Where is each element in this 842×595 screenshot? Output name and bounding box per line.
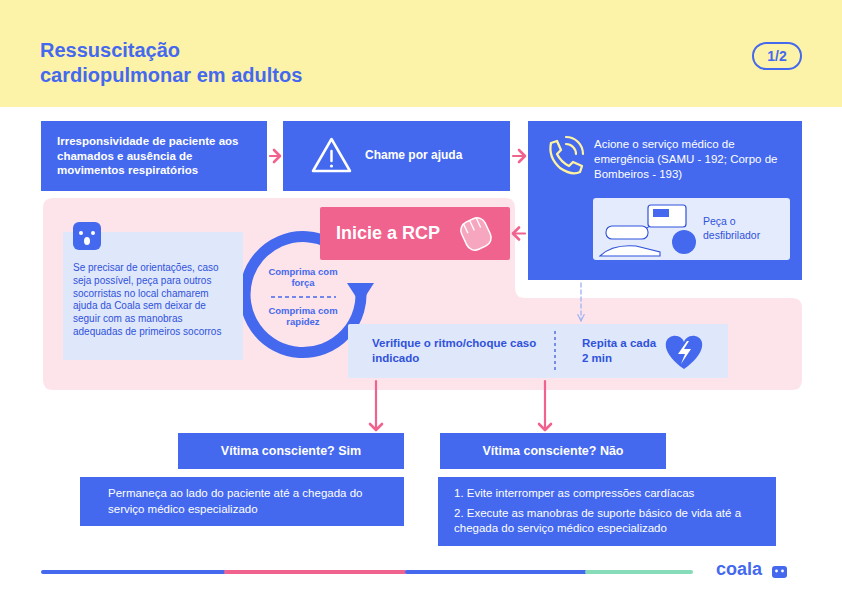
equipment-box: Peça o desfibrilador [593,198,790,260]
node-text: 1/2 [767,48,786,64]
node-text: Vítima consciente? Sim [221,444,361,458]
defibrillator-cable [626,226,650,234]
node-text: Acione o serviço médico de emergência (S… [594,137,790,182]
node-text: Vítima consciente? Não [482,444,623,458]
question-box: Vítima consciente? Não [440,433,666,469]
node-text: Permaneça ao lado do paciente até a cheg… [108,486,388,517]
node-text: Irresponsividade de paciente aos chamado… [57,134,253,179]
koala-icon [79,231,83,235]
patient-body [600,246,660,256]
outcome-box: Permaneça ao lado do paciente até a cheg… [80,477,404,526]
hands-icon [463,223,468,233]
outcome-box: 1. Evite interromper as compressões card… [438,477,776,546]
node-text: Verifique o ritmo/choque caso indicado [372,336,542,366]
footer-bar [405,570,587,574]
bolt-icon [678,341,691,364]
step-box: Irresponsividade de paciente aos chamado… [41,121,267,191]
footer-bar [224,570,407,574]
phone-icon [550,141,582,173]
phone-icon [566,144,576,154]
title: Ressuscitação cardiopulmonar em adultos [40,38,330,88]
brand-logo: coala [716,559,770,581]
koala-icon [73,222,101,250]
brand-icon [772,566,787,578]
warning-icon [330,151,333,161]
koala-icon [91,231,95,235]
dashed-divider [554,331,555,371]
connector-arrow [544,381,546,430]
action-box: Inicie a RCP [320,207,510,260]
hands-icon [476,217,481,227]
node-text: Peça o desfibrilador [703,215,782,242]
node-text: Repita a cada 2 min [582,336,658,366]
connector-arrow [513,232,525,234]
patient-head [672,230,696,254]
warning-icon [313,139,350,171]
note-box: Se precisar de orientações, caso seja po… [63,232,243,360]
check-box: Verifique o ritmo/choque caso indicado Re… [348,324,728,378]
node-text: 1. Evite interromper as compressões card… [454,486,762,502]
rescuer-arm [606,226,648,239]
call-box: Acione o serviço médico de emergência (S… [528,121,802,280]
cpr-region [43,198,802,390]
defibrillator-screen [653,209,669,217]
step-box: Chame por ajuda [283,121,510,191]
node-text: Inicie a RCP [336,223,450,245]
hands-icon [470,220,475,230]
cycle-arrowhead [347,283,374,304]
dashed-divider [271,296,336,297]
brand-icon [775,570,778,573]
connector-arrow [513,155,525,157]
node-text: Se precisar de orientações, caso seja po… [73,262,233,339]
question-box: Vítima consciente? Sim [178,433,404,469]
koala-icon [84,237,90,245]
footer-bar [41,570,226,574]
header-band [0,0,842,107]
hint-label: Comprima com força [266,266,340,289]
hands-icon [458,215,494,253]
connector-arrow [580,283,582,321]
hint-label: Comprima com rapidez [266,305,340,328]
defibrillator-device [648,205,686,227]
connector-arrow [270,155,280,157]
connector-arrow [375,381,377,430]
page-badge: 1/2 [752,42,802,70]
brand-icon [781,570,784,573]
phone-icon [566,137,583,154]
warning-icon [330,164,333,167]
node-text: 2. Execute as manobras de suporte básico… [454,506,762,537]
footer-bar [585,570,693,574]
node-text: Chame por ajuda [365,148,498,164]
heart-icon [666,336,702,369]
hands-icon [458,215,494,253]
